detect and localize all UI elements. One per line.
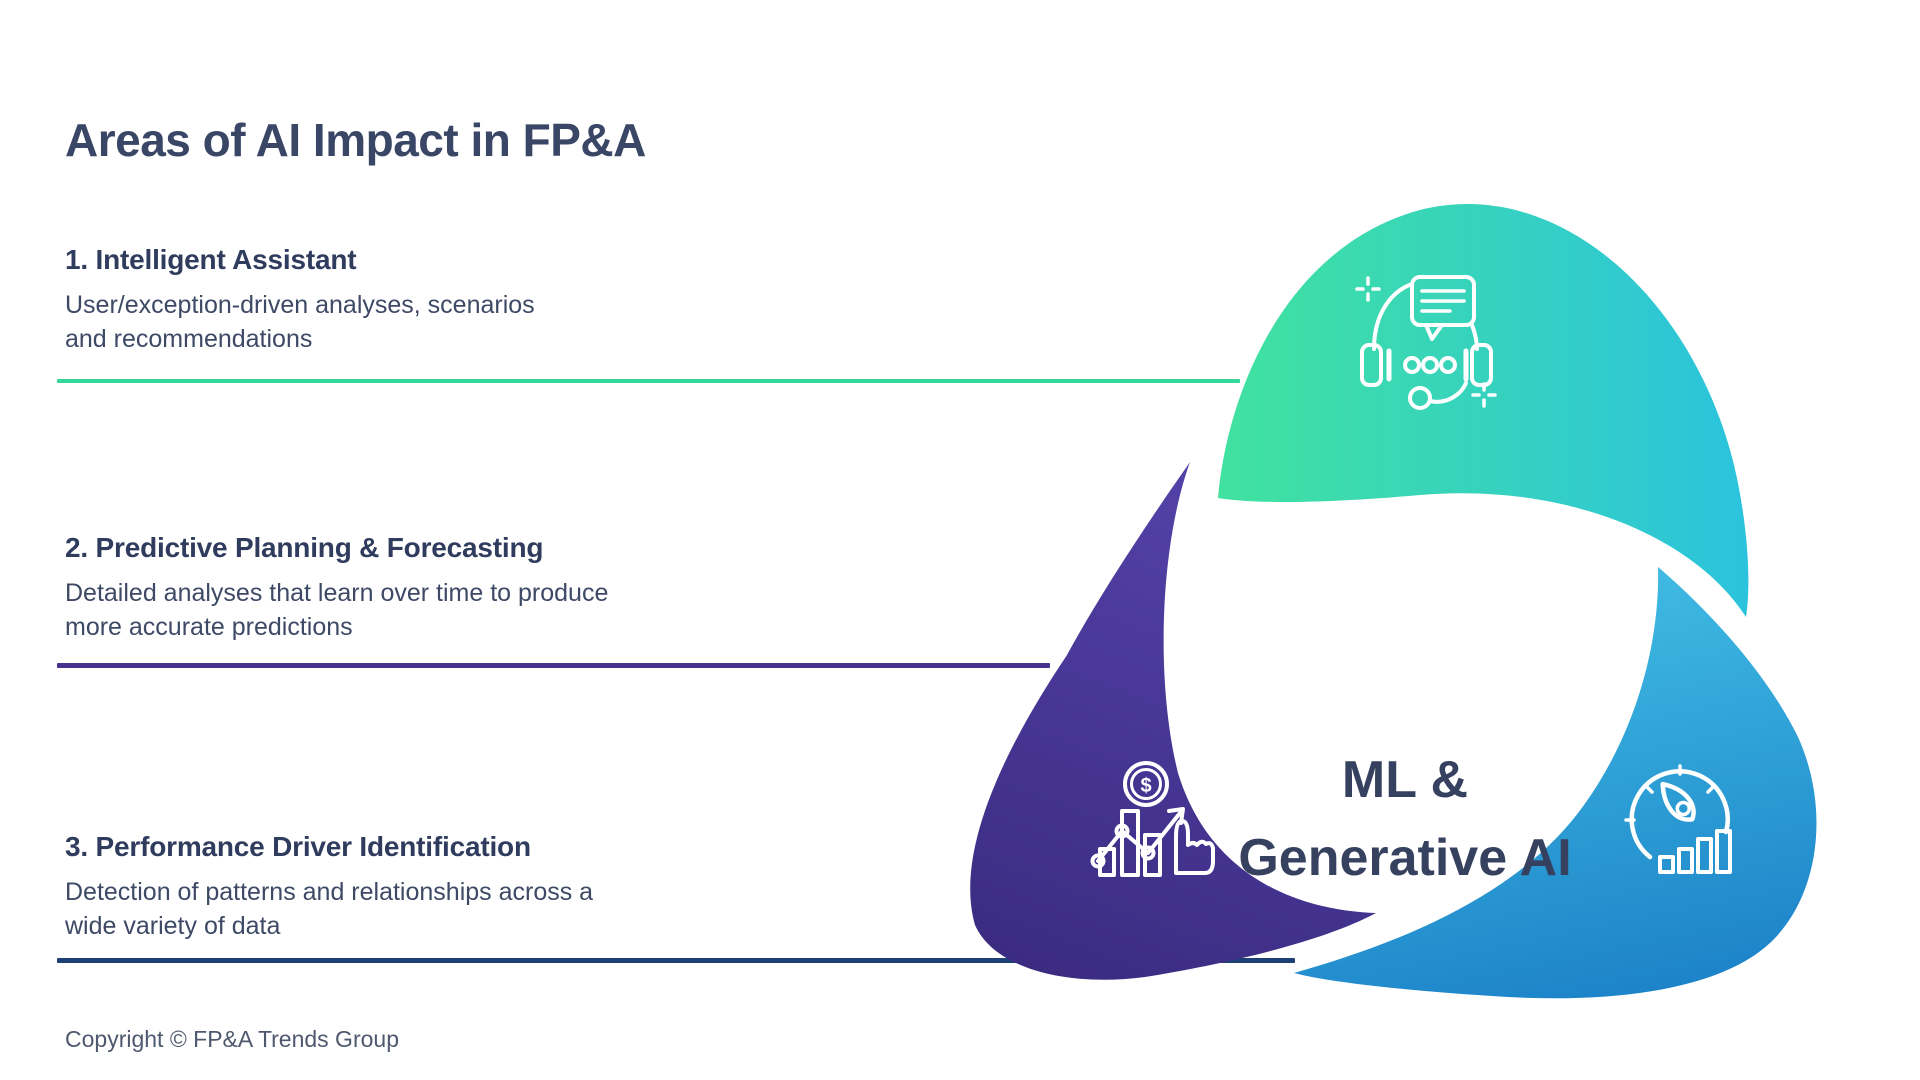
- center-label-line1: ML &: [1342, 751, 1468, 809]
- arrow-head: [1167, 807, 1185, 825]
- item-description: User/exception-driven analyses, scenario…: [65, 291, 535, 353]
- item-title: Predictive Planning & Forecasting: [95, 532, 544, 563]
- item-description: Detection of patterns and relationships …: [65, 878, 594, 940]
- trend-line: [1096, 811, 1182, 863]
- bar: [1098, 847, 1116, 877]
- money-growth-chart-icon: $: [1090, 761, 1215, 877]
- ai-diagram: ML & Generative AI $: [970, 204, 1817, 999]
- mic-boom: [1428, 381, 1468, 404]
- bar: [1677, 847, 1694, 874]
- section-rule-purple: [57, 663, 1050, 668]
- section-rule-teal: [57, 379, 1240, 383]
- item-description: Detailed analyses that learn over time t…: [65, 579, 609, 641]
- bar: [1696, 837, 1713, 874]
- bar: [1143, 833, 1162, 877]
- center-label-line2: Generative AI: [1238, 829, 1571, 887]
- item-heading: 3. Performance Driver Identification: [65, 830, 593, 864]
- gauge-needle: [1660, 781, 1696, 822]
- copyright-text: Copyright © FP&A Trends Group: [65, 1026, 399, 1052]
- chat-bubble-tail: [1424, 323, 1444, 341]
- gauge-performance-icon: [1624, 764, 1732, 874]
- lobe-left-predictive-planning: [970, 462, 1376, 980]
- gauge-arc: [1629, 769, 1730, 860]
- headband-arc: [1372, 282, 1414, 351]
- item-heading: 1. Intelligent Assistant: [65, 243, 535, 277]
- mic-icon: [1408, 386, 1432, 410]
- pointer-hand-icon: [1174, 819, 1215, 875]
- lobe-top-intelligent-assistant: [1218, 204, 1749, 617]
- list-item-performance-driver: 3. Performance Driver Identification Det…: [65, 830, 593, 943]
- gauge-ticks: [1624, 764, 1716, 822]
- bar: [1715, 829, 1732, 874]
- ear-cup: [1360, 343, 1383, 387]
- item-heading: 2. Predictive Planning & Forecasting: [65, 531, 608, 565]
- list-item-intelligent-assistant: 1. Intelligent Assistant User/exception-…: [65, 243, 535, 356]
- section-rule-navy: [57, 958, 1295, 963]
- bar: [1120, 809, 1140, 877]
- item-title: Intelligent Assistant: [95, 244, 357, 275]
- item-title: Performance Driver Identification: [95, 831, 532, 862]
- item-number: 3.: [65, 831, 88, 862]
- ear-cup: [1470, 343, 1493, 387]
- page-title: Areas of AI Impact in FP&A: [65, 113, 646, 166]
- coin-icon: [1123, 761, 1169, 807]
- item-number: 1.: [65, 244, 88, 275]
- item-number: 2.: [65, 532, 88, 563]
- list-item-predictive-planning: 2. Predictive Planning & Forecasting Det…: [65, 531, 608, 644]
- lobe-right-performance-driver: [1294, 567, 1817, 999]
- dollar-sign: $: [1140, 775, 1151, 797]
- bar: [1658, 855, 1675, 874]
- headset-chat-icon: [1355, 275, 1497, 410]
